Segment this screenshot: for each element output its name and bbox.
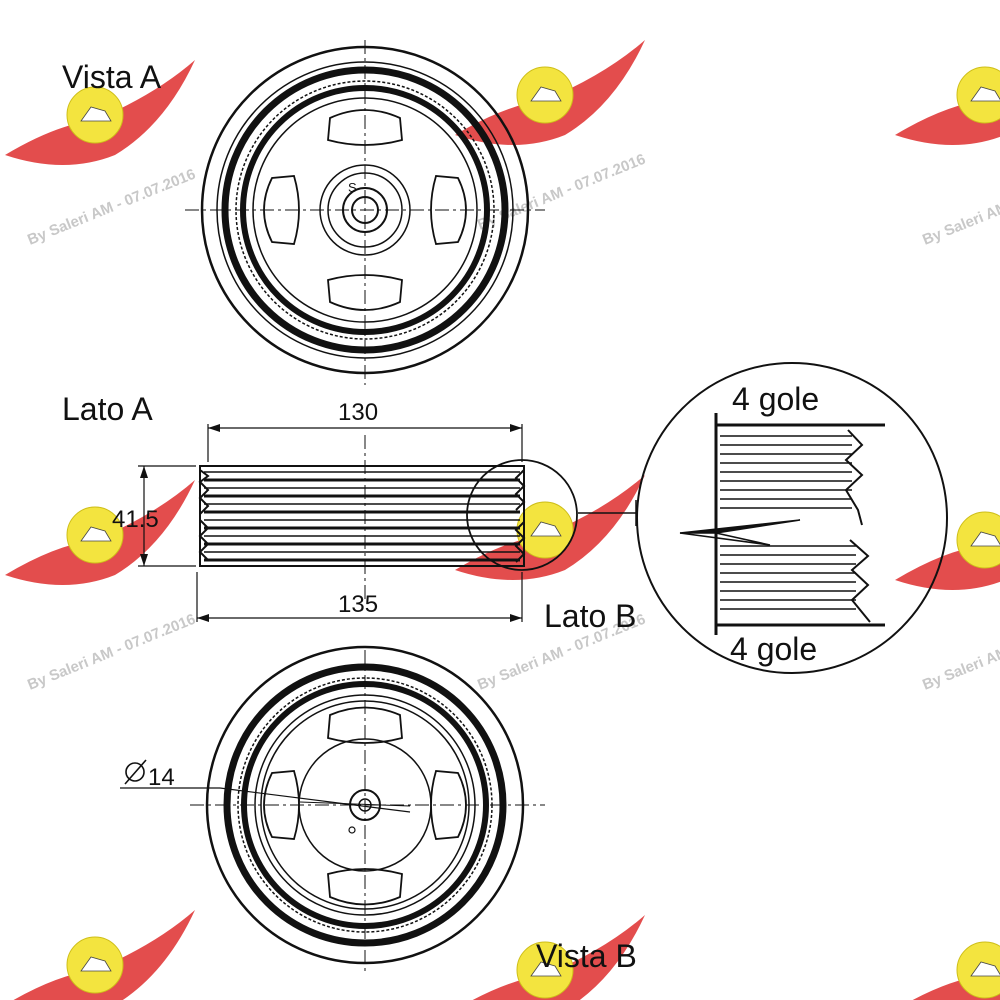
autokit-logo (13, 910, 195, 1000)
height-dimension: 41.5 (112, 506, 159, 533)
watermark-text: By Saleri AM - 07.07.2016 (920, 166, 1000, 249)
bolt-mark-label: S (348, 180, 357, 195)
gole-top-label: 4 gole (732, 381, 819, 417)
watermark-text: By Saleri AM - 07.07.2016 (920, 611, 1000, 694)
lato-a-label: Lato A (62, 391, 153, 427)
autokit-logo (912, 941, 1000, 1000)
autokit-logo (895, 511, 1000, 590)
vista-b-view (120, 645, 545, 975)
autokit-logo (895, 66, 1000, 145)
belt-grooves (198, 469, 526, 563)
autokit-logo (455, 40, 645, 145)
vista-a-view: S (185, 40, 545, 385)
lato-a-side-view (138, 424, 637, 622)
width-top-dimension: 130 (338, 399, 378, 426)
hole-diameter-dimension: 14 (148, 764, 175, 791)
watermark-text: By Saleri AM - 07.07.2016 (25, 611, 198, 694)
groove-detail-view (636, 362, 948, 674)
autokit-logo (455, 475, 645, 580)
detail-groove-lines (720, 435, 856, 610)
watermark-text: By Saleri AM - 07.07.2016 (25, 166, 198, 249)
autokit-logo (472, 915, 645, 1000)
lato-b-label: Lato B (544, 598, 637, 634)
autokit-logo (5, 60, 195, 165)
autokit-logo (5, 480, 195, 585)
vista-a-label: Vista A (62, 59, 162, 95)
gole-bottom-label: 4 gole (730, 631, 817, 667)
diameter-symbol (125, 762, 145, 782)
width-bottom-dimension: 135 (338, 591, 378, 618)
vista-b-label: Vista B (536, 938, 637, 974)
